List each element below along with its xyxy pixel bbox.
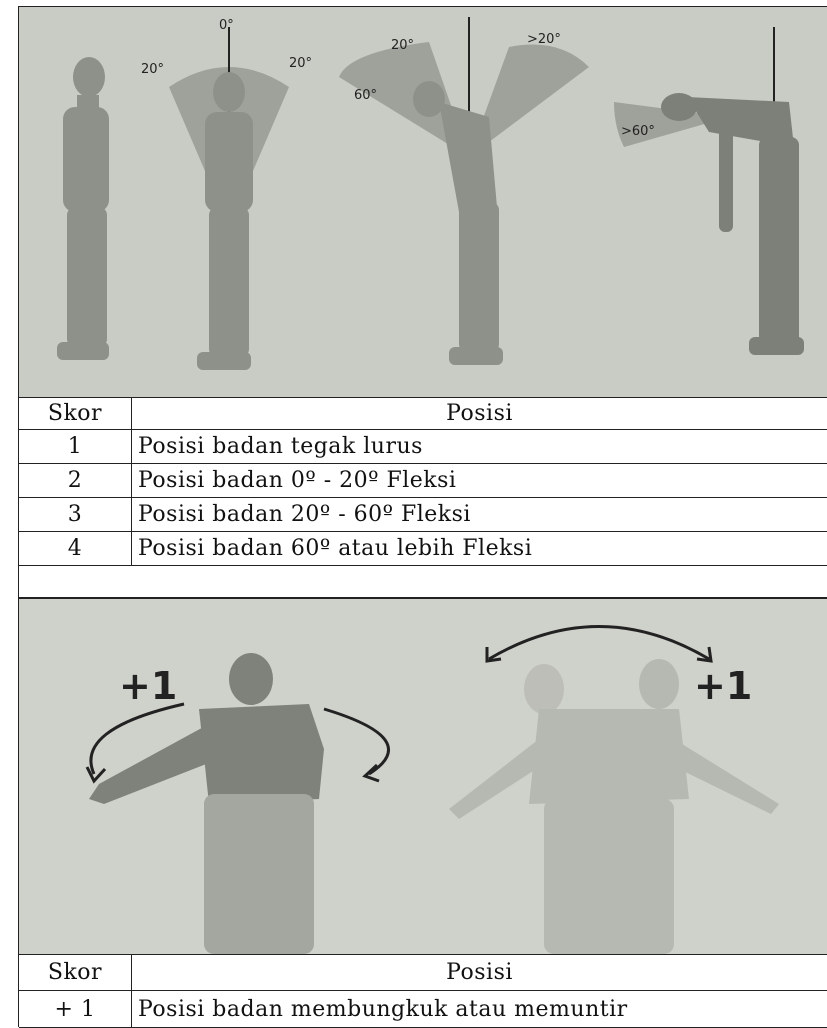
score-cell: 1 xyxy=(19,430,132,464)
position-cell: Posisi badan tegak lurus xyxy=(132,430,827,464)
table-header-row: Skor Posisi xyxy=(19,397,827,430)
score-cell: 3 xyxy=(19,498,132,532)
trunk-twist-figure: +1 +1 xyxy=(19,599,827,955)
twist-score-label: +1 xyxy=(119,664,177,708)
score-column-header: Skor xyxy=(19,397,132,430)
table-row: 4 Posisi badan 60º atau lebih Fleksi xyxy=(19,532,827,566)
svg-text:20°: 20° xyxy=(141,62,164,77)
table-row: 1 Posisi badan tegak lurus xyxy=(19,430,827,464)
trunk-flexion-illustration: 0° 20° 20° 20° 60° >20° xyxy=(19,7,827,397)
score-cell: 2 xyxy=(19,464,132,498)
trunk-flexion-figure: 0° 20° 20° 20° 60° >20° xyxy=(19,7,827,398)
trunk-score-sheet: 0° 20° 20° 20° 60° >20° xyxy=(18,6,827,1027)
table-header-row: Skor Posisi xyxy=(19,954,827,991)
flexion-20-60-figure: 20° 60° >20° xyxy=(339,17,589,365)
position-column-header: Posisi xyxy=(132,397,827,430)
svg-text:0°: 0° xyxy=(219,18,234,33)
svg-text:>20°: >20° xyxy=(527,32,561,47)
svg-text:>60°: >60° xyxy=(621,124,655,139)
position-cell: Posisi badan 60º atau lebih Fleksi xyxy=(132,532,827,566)
position-cell: Posisi badan membungkuk atau memuntir xyxy=(132,991,827,1028)
flexion-over-60-figure: >60° xyxy=(614,27,804,355)
trunk-flexion-score-table: Skor Posisi 1 Posisi badan tegak lurus 2… xyxy=(19,397,827,566)
score-cell: + 1 xyxy=(19,991,132,1028)
position-cell: Posisi badan 0º - 20º Fleksi xyxy=(132,464,827,498)
svg-text:60°: 60° xyxy=(354,88,377,103)
svg-text:20°: 20° xyxy=(289,56,312,71)
table-row: 2 Posisi badan 0º - 20º Fleksi xyxy=(19,464,827,498)
table-row: 3 Posisi badan 20º - 60º Fleksi xyxy=(19,498,827,532)
position-cell: Posisi badan 20º - 60º Fleksi xyxy=(132,498,827,532)
side-bend-score-label: +1 xyxy=(694,664,752,708)
score-cell: 4 xyxy=(19,532,132,566)
svg-text:20°: 20° xyxy=(391,38,414,53)
upright-figure-with-wedge: 0° 20° 20° xyxy=(141,18,312,370)
position-column-header: Posisi xyxy=(132,954,827,991)
score-column-header: Skor xyxy=(19,954,132,991)
standing-figure-side xyxy=(57,57,109,360)
trunk-twist-illustration: +1 +1 xyxy=(19,599,827,954)
trunk-twist-score-table: Skor Posisi + 1 Posisi badan membungkuk … xyxy=(19,954,827,1028)
table-row: + 1 Posisi badan membungkuk atau memunti… xyxy=(19,991,827,1028)
